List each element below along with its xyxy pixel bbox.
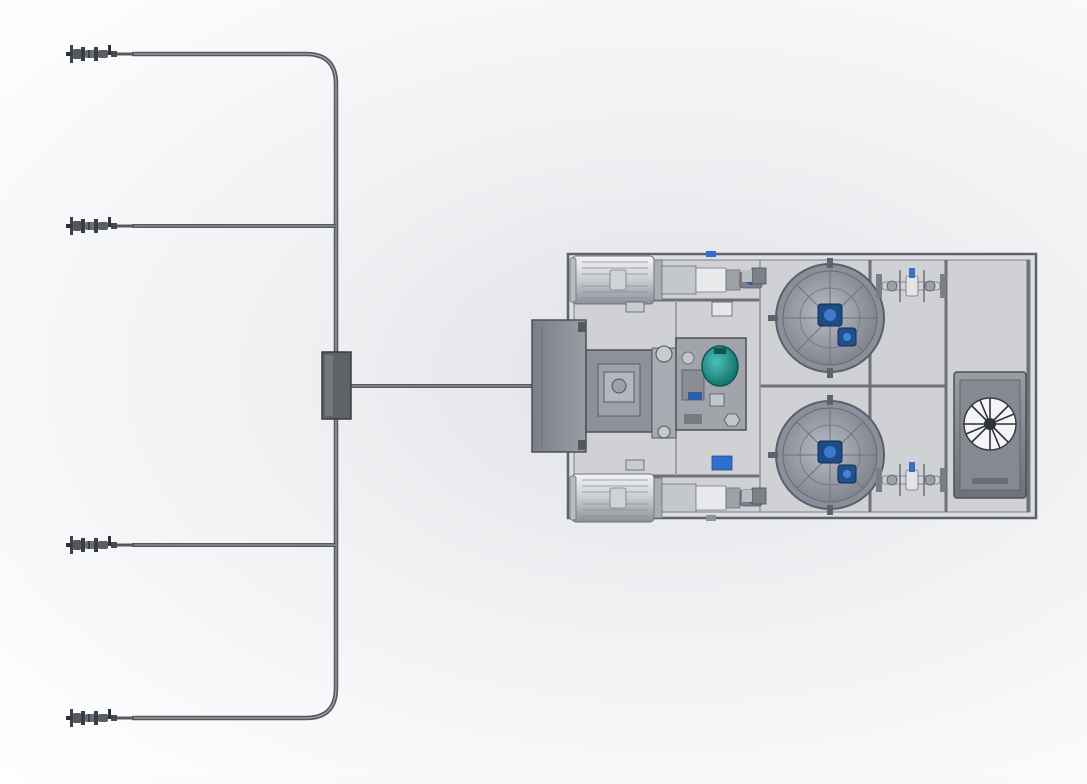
spray-nozzle-1[interactable]: [64, 43, 136, 65]
expansion-tank[interactable]: [701, 345, 739, 387]
cooling-fan-unit[interactable]: [953, 371, 1027, 499]
spray-nozzle-2[interactable]: [64, 215, 136, 237]
skid-assembly[interactable]: [531, 251, 1038, 523]
spray-nozzle-3[interactable]: [64, 534, 136, 556]
spray-nozzle-4[interactable]: [64, 707, 136, 729]
control-cabinet[interactable]: [531, 319, 587, 453]
gearbox-plate[interactable]: [585, 345, 677, 439]
manifold[interactable]: [132, 51, 532, 721]
main-header-pipe: [132, 51, 339, 721]
